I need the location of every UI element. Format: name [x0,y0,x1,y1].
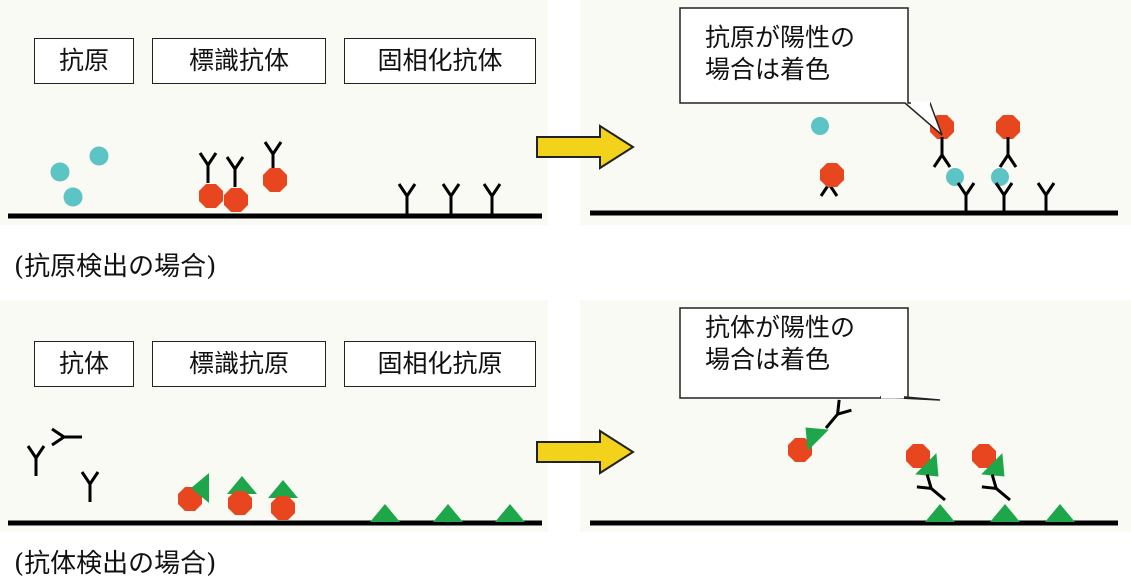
immobilized-antibody [994,181,1014,215]
antibody [915,473,952,508]
label-marker [199,184,223,208]
immobilized-antigen [925,504,955,522]
antigen-dot [991,168,1009,186]
antibody [80,470,100,504]
immobilized-antigen [433,504,463,522]
immobilized-antigen [1045,504,1075,522]
immobilized-antibody [441,182,461,216]
callout-text-antigen: 抗原が陽性の 場合は着色 [705,22,855,86]
immobilized-antibody [956,181,976,215]
immobilized-antigen-label: 固相化抗原 [344,341,536,387]
labeled-antibody [932,135,952,169]
antibody [26,444,46,478]
labeled-antibody [198,151,218,185]
immobilized-antigen [495,504,525,522]
labeled-antigen-label: 標識抗原 [152,341,326,387]
immobilized-antibody [1036,181,1056,215]
immobilized-antigen [370,504,400,522]
antigen-dot [811,117,829,135]
labeled-antibody [263,140,283,174]
callout-line: 抗原が陽性の [705,23,856,52]
antigen-label: 抗原 [34,38,134,84]
antigen-detection-caption: (抗原検出の場合) [14,252,217,282]
antibody-detection-caption: (抗体検出の場合) [14,549,217,579]
antibody-label: 抗体 [34,341,134,387]
labeled-antibody-label: 標識抗体 [152,38,326,84]
label-marker [224,188,248,212]
label-marker [263,168,287,192]
antibody [50,427,84,447]
reaction-arrow [536,124,635,170]
label-marker [820,163,844,187]
antigen-dot [63,187,83,207]
immobilized-antibody [397,182,417,216]
callout-line: 場合は着色 [705,55,831,84]
callout-text-antibody: 抗体が陽性の 場合は着色 [705,312,855,376]
antigen-dot [89,146,109,166]
callout-bubble [679,7,943,136]
antigen-triangle [268,480,298,498]
callout-line: 場合は着色 [705,345,831,374]
antigen-dot [946,168,964,186]
label-marker [228,491,252,515]
label-marker [996,115,1020,139]
antigen-dot [50,162,70,182]
callout-line: 抗体が陽性の [705,313,856,342]
reaction-arrow [536,429,635,475]
immobilized-antibody-label: 固相化抗体 [344,38,536,84]
labeled-antibody [998,135,1018,169]
immobilized-antibody [482,182,502,216]
immobilized-antigen [990,504,1020,522]
antibody [818,398,853,435]
labeled-antibody [225,155,245,189]
antibody [980,473,1017,508]
label-marker [271,496,295,520]
